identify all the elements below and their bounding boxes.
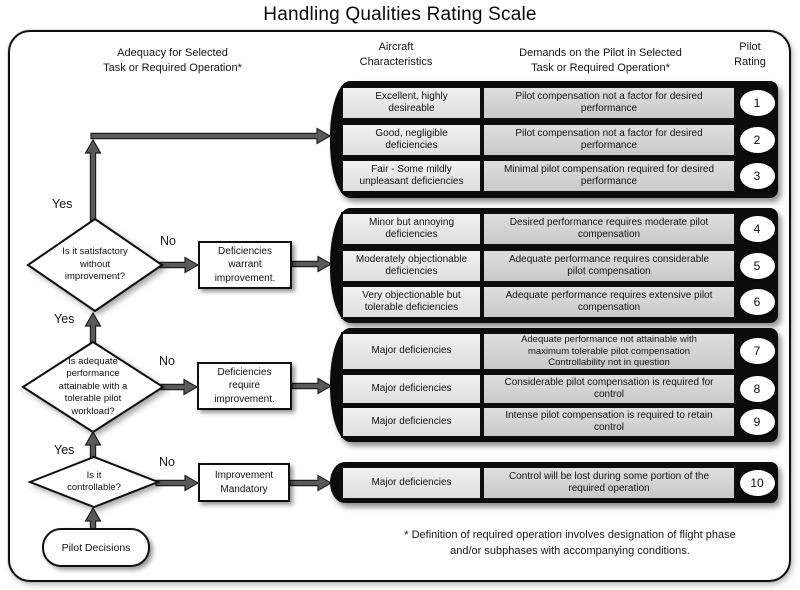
demands-cell: Adequate performance not attainable with… xyxy=(482,331,736,371)
box-deficiencies-require-improvement: Deficiencies require improvement. xyxy=(197,362,292,410)
pilot-rating-badge: 8 xyxy=(739,375,775,402)
start-node-pilot-decisions: Pilot Decisions xyxy=(42,528,150,567)
table-row: Major deficiencies Control will be lost … xyxy=(341,465,778,500)
rating-group-1-3: Excellent, highly desireable Pilot compe… xyxy=(330,81,778,198)
column-header-adequacy: Adequacy for Selected Task or Required O… xyxy=(103,47,242,74)
yes-label-2: Yes xyxy=(54,312,75,326)
no-label-3: No xyxy=(159,455,175,469)
aircraft-characteristics-cell: Fair - Some mildly unpleasant deficienci… xyxy=(341,159,482,194)
demands-cell: Pilot compensation not a factor for desi… xyxy=(482,122,736,157)
footnote: * Definition of required operation invol… xyxy=(404,529,736,557)
aircraft-characteristics-cell: Major deficiencies xyxy=(341,372,482,405)
rating-column: 6 xyxy=(736,285,778,319)
table-row: Very objectionable but tolerable deficie… xyxy=(341,284,778,319)
aircraft-characteristics-cell: Major deficiencies xyxy=(341,465,482,500)
table-row: Good, negligible deficiencies Pilot comp… xyxy=(341,122,778,157)
aircraft-characteristics-cell: Moderately objectionable deficiencies xyxy=(341,248,482,283)
table-row: Excellent, highly desireable Pilot compe… xyxy=(341,85,778,120)
table-row: Minor but annoying deficiencies Desired … xyxy=(341,212,778,247)
demands-cell: Adequate performance requires extensive … xyxy=(482,284,736,319)
rating-column: 8 xyxy=(736,373,778,405)
pilot-rating-badge: 3 xyxy=(739,163,775,190)
box-deficiencies-warrant-improvement: Deficiencies warrant improvement. xyxy=(198,241,292,289)
no-label-2: No xyxy=(159,354,175,368)
rating-group-10: Major deficiencies Control will be lost … xyxy=(330,462,778,503)
demands-cell: Minimal pilot compensation required for … xyxy=(482,159,736,194)
pilot-rating-badge: 1 xyxy=(739,89,775,116)
table-row: Fair - Some mildly unpleasant deficienci… xyxy=(341,159,778,194)
aircraft-characteristics-cell: Minor but annoying deficiencies xyxy=(341,212,482,247)
aircraft-characteristics-cell: Very objectionable but tolerable deficie… xyxy=(341,284,482,319)
table-row: Major deficiencies Intense pilot compens… xyxy=(341,406,778,439)
demands-cell: Desired performance requires moderate pi… xyxy=(482,212,736,247)
box-improvement-mandatory: Improvement Mandatory xyxy=(198,463,290,502)
pilot-rating-badge: 6 xyxy=(739,288,775,315)
rating-column: 4 xyxy=(736,212,778,246)
demands-cell: Considerable pilot compensation is requi… xyxy=(482,372,736,405)
yes-label-1: Yes xyxy=(52,197,73,211)
table-row: Major deficiencies Considerable pilot co… xyxy=(341,372,778,405)
rating-column: 5 xyxy=(736,249,778,283)
decision-adequate-performance: Is adequate performance attainable with … xyxy=(58,356,128,417)
demands-cell: Adequate performance requires considerab… xyxy=(482,248,736,283)
aircraft-characteristics-cell: Major deficiencies xyxy=(341,406,482,439)
pilot-rating-badge: 2 xyxy=(739,126,775,153)
page-title: Handling Qualities Rating Scale xyxy=(263,4,537,25)
column-header-aircraft-characteristics: Aircraft Characteristics xyxy=(359,41,433,68)
rating-group-4-6: Minor but annoying deficiencies Desired … xyxy=(330,208,778,323)
demands-cell: Intense pilot compensation is required t… xyxy=(482,406,736,439)
rating-group-7-9: Major deficiencies Adequate performance … xyxy=(330,328,778,442)
pilot-rating-badge: 7 xyxy=(739,338,775,365)
pilot-rating-badge: 4 xyxy=(739,216,775,243)
decision-satisfactory: Is it satisfactory without improvement? xyxy=(62,246,128,283)
rating-column: 10 xyxy=(736,466,778,500)
table-row: Moderately objectionable deficiencies Ad… xyxy=(341,248,778,283)
rating-column: 1 xyxy=(736,86,778,120)
yes-label-3: Yes xyxy=(54,443,75,457)
no-label-1: No xyxy=(160,234,176,248)
pilot-rating-badge: 9 xyxy=(739,409,775,436)
decision-controllable: Is it controllable? xyxy=(67,469,121,493)
aircraft-characteristics-cell: Excellent, highly desireable xyxy=(341,85,482,120)
pilot-rating-badge: 10 xyxy=(739,469,775,496)
rating-column: 9 xyxy=(736,406,778,438)
pilot-rating-badge: 5 xyxy=(739,252,775,279)
demands-cell: Pilot compensation not a factor for desi… xyxy=(482,85,736,120)
rating-column: 3 xyxy=(736,159,778,193)
rating-column: 2 xyxy=(736,123,778,157)
column-header-pilot-rating: Pilot Rating xyxy=(734,41,766,68)
table-row: Major deficiencies Adequate performance … xyxy=(341,331,778,371)
demands-cell: Control will be lost during some portion… xyxy=(482,465,736,500)
aircraft-characteristics-cell: Good, negligible deficiencies xyxy=(341,122,482,157)
column-header-demands: Demands on the Pilot in Selected Task or… xyxy=(519,47,682,74)
aircraft-characteristics-cell: Major deficiencies xyxy=(341,331,482,371)
rating-column: 7 xyxy=(736,332,778,371)
